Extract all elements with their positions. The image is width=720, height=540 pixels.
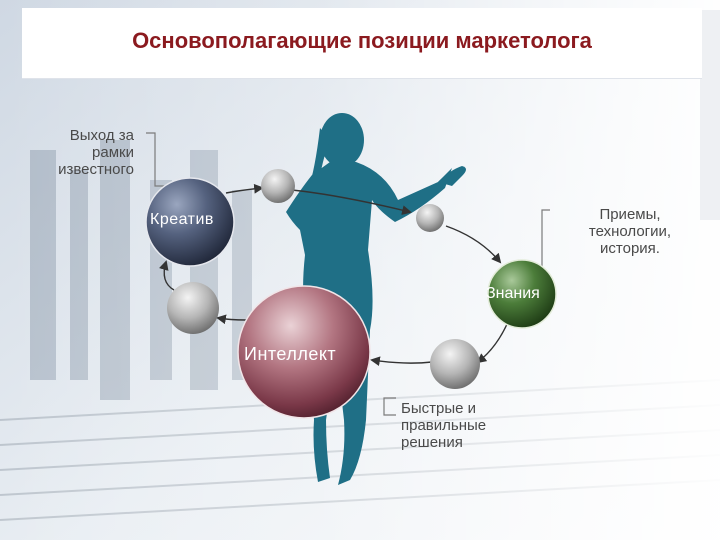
methods-label: Приемы, технологии, история. <box>588 206 672 257</box>
intellect-sphere[interactable] <box>237 285 371 419</box>
slide-title: Основополагающие позиции маркетолога <box>132 28 592 53</box>
decisions-label: Быстрые и правильные решения <box>401 400 487 451</box>
right-edge-strip <box>700 10 720 220</box>
cycle-arrows <box>159 183 513 367</box>
connector-sphere-top <box>261 169 295 203</box>
leader-lines <box>146 132 550 416</box>
connector-sphere-right <box>416 204 444 232</box>
knowledge-sphere[interactable] <box>487 259 557 329</box>
beyond-known-label: Выход за рамки известного <box>58 127 134 178</box>
creative-sphere[interactable] <box>145 177 235 267</box>
intellect-node-label: Интеллект <box>244 344 337 364</box>
title-bar: Основополагающие позиции маркетолога <box>22 8 702 79</box>
knowledge-node-label: Знания <box>486 285 540 302</box>
creative-node-label: Креатив <box>150 211 214 228</box>
connector-sphere-bottom <box>430 339 480 389</box>
connector-sphere-left <box>167 282 219 334</box>
